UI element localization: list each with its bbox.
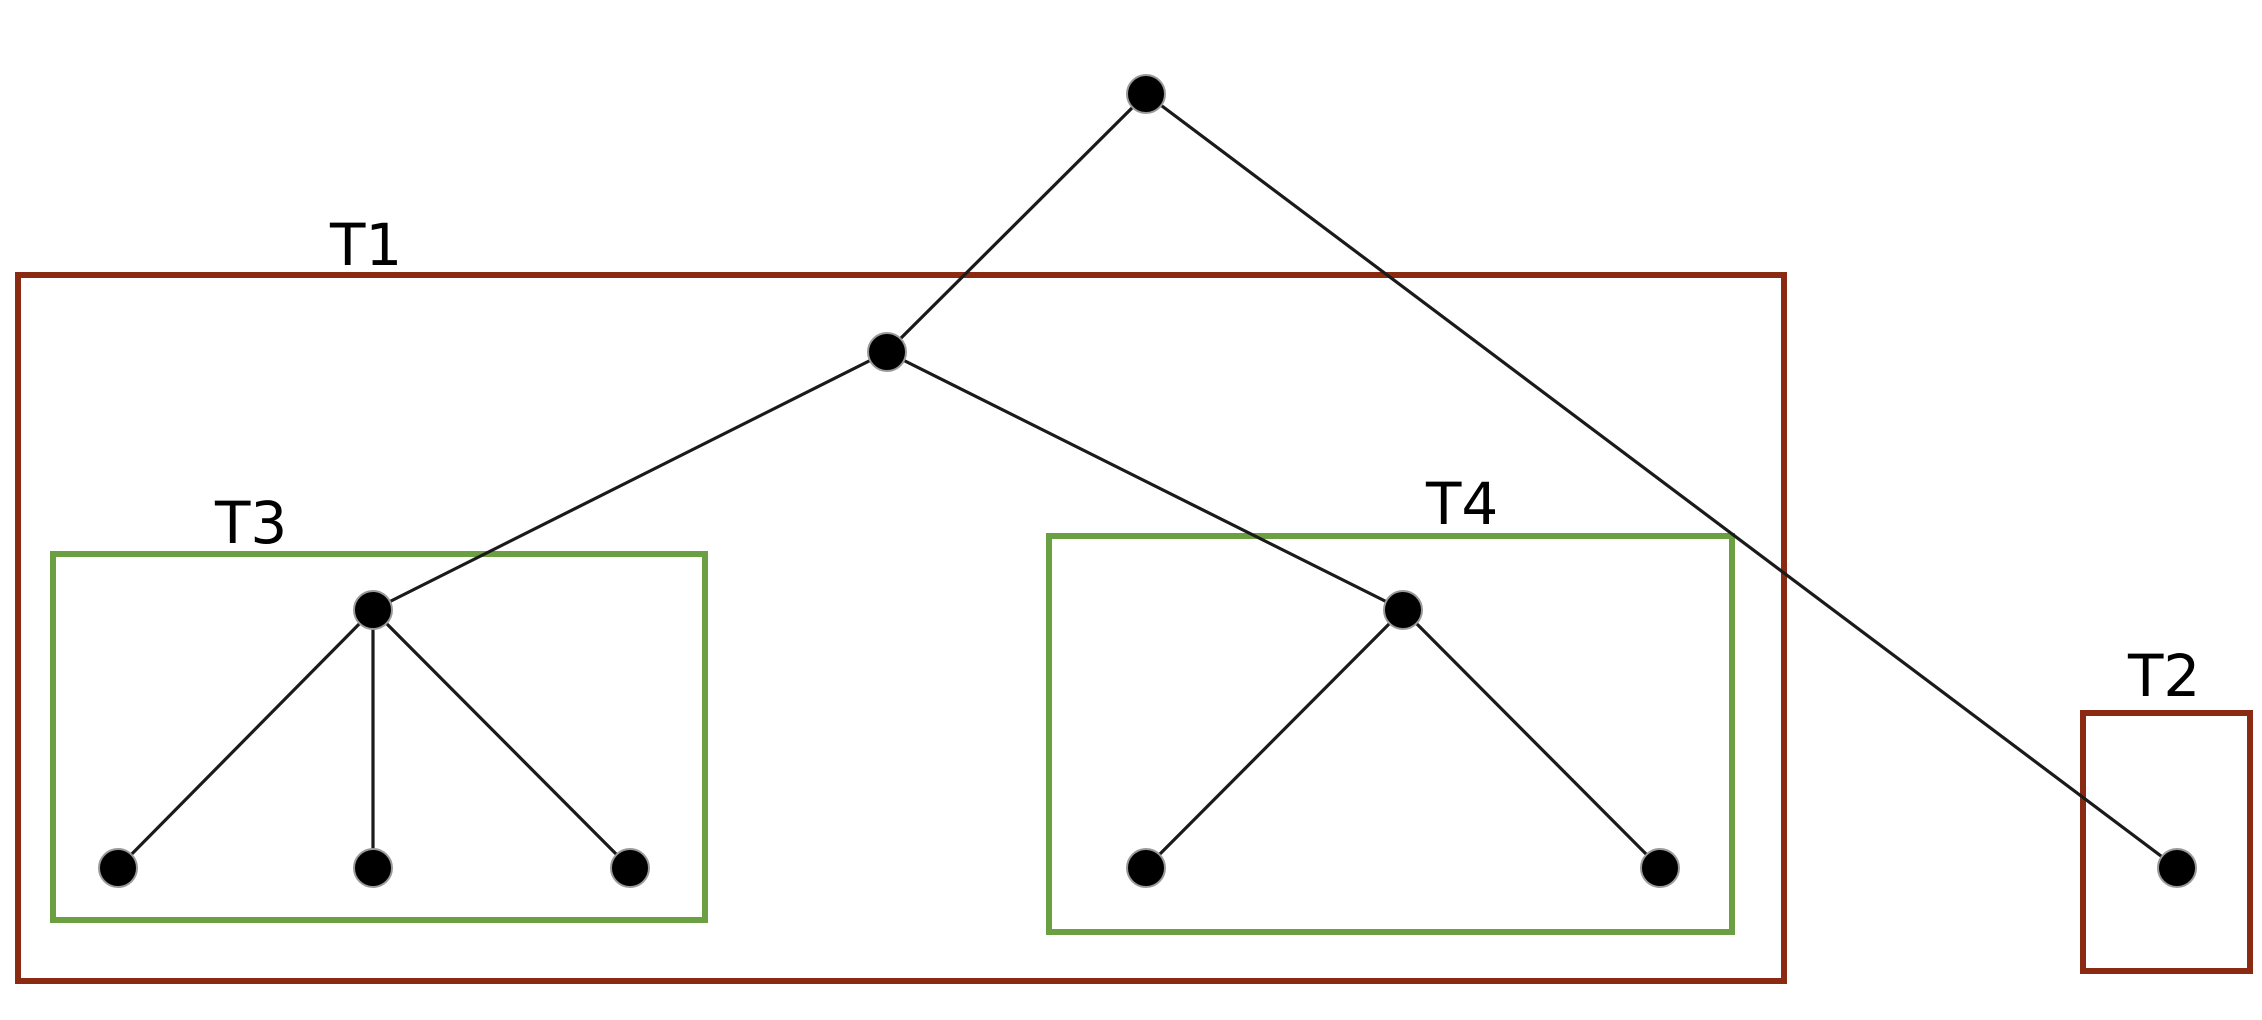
label-t3: T3: [214, 489, 287, 557]
label-t4: T4: [1425, 470, 1498, 538]
node-t3-leaf-2: [353, 848, 393, 888]
edge-root-to-t2-leaf: [1144, 92, 2179, 870]
edge-t1-root-to-t3-root: [371, 350, 889, 612]
node-t3-root: [353, 590, 393, 630]
node-t1-root: [867, 332, 907, 372]
node-t2-leaf: [2157, 848, 2197, 888]
edges: [116, 92, 2179, 870]
subtree-box-t2: [2080, 710, 2253, 974]
label-t2: T2: [2127, 642, 2200, 710]
node-t4-leaf-2: [1640, 848, 1680, 888]
node-t4-root: [1383, 590, 1423, 630]
edge-t4-root-to-t4-leaf-2: [1401, 608, 1662, 870]
label-t1: T1: [329, 211, 402, 279]
nodes: [98, 74, 2197, 888]
edge-t3-root-to-t3-leaf-3: [371, 608, 632, 870]
node-root: [1126, 74, 1166, 114]
subtree-box-t4: [1046, 533, 1735, 935]
edge-root-to-t1-root: [885, 92, 1148, 354]
node-t3-leaf-1: [98, 848, 138, 888]
edge-t1-root-to-t4-root: [885, 350, 1405, 612]
subtree-box-t1: [15, 272, 1787, 984]
subtree-box-t3: [50, 551, 708, 923]
edge-t3-root-to-t3-leaf-1: [116, 608, 375, 870]
edge-t4-root-to-t4-leaf-1: [1144, 608, 1405, 870]
node-t4-leaf-1: [1126, 848, 1166, 888]
node-t3-leaf-3: [610, 848, 650, 888]
